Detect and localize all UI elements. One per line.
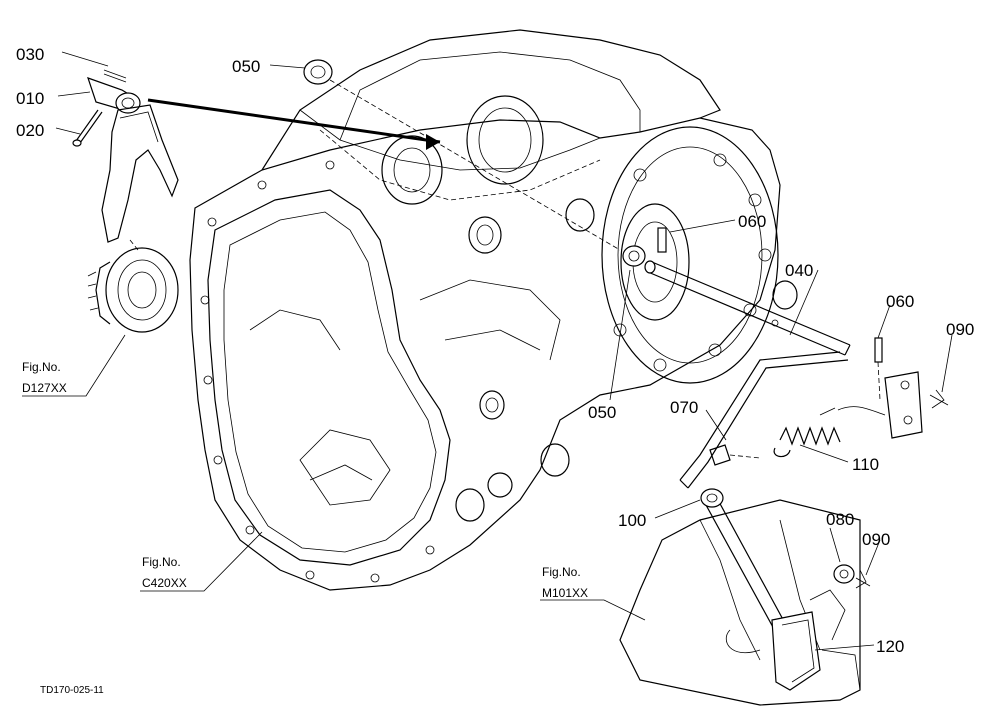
ref-c420-title: Fig.No. — [142, 555, 181, 569]
bearing-assembly — [87, 239, 179, 333]
label-110: 110 — [852, 455, 879, 474]
ref-d127-code: D127XX — [22, 381, 67, 395]
label-020: 020 — [16, 121, 44, 140]
label-010: 010 — [16, 89, 44, 108]
label-090-right: 090 — [946, 320, 974, 339]
label-120: 120 — [876, 637, 904, 656]
ref-m101-code: M101XX — [542, 586, 588, 600]
ref-d127-title: Fig.No. — [22, 360, 61, 374]
figure-references: Fig.No. D127XX Fig.No. C420XX Fig.No. M1… — [22, 360, 588, 696]
label-100: 100 — [618, 511, 646, 530]
label-060-right: 060 — [886, 292, 914, 311]
label-050-lower: 050 — [588, 403, 616, 422]
transmission-case — [189, 29, 798, 591]
label-050-upper: 050 — [232, 57, 260, 76]
ref-m101-title: Fig.No. — [542, 565, 581, 579]
label-060-upper: 060 — [738, 212, 766, 231]
part-labels: 030 010 020 050 060 040 060 090 050 070 … — [16, 45, 974, 656]
label-090-lower: 090 — [862, 530, 890, 549]
label-070: 070 — [670, 398, 698, 417]
label-030: 030 — [16, 45, 44, 64]
shift-rod-linkage — [303, 59, 949, 489]
pedal-assembly — [619, 488, 871, 706]
label-040: 040 — [785, 261, 813, 280]
drawing-code: TD170-025-11 — [40, 685, 104, 696]
ref-c420-code: C420XX — [142, 576, 187, 590]
leader-lines — [22, 51, 953, 651]
label-080: 080 — [826, 510, 854, 529]
